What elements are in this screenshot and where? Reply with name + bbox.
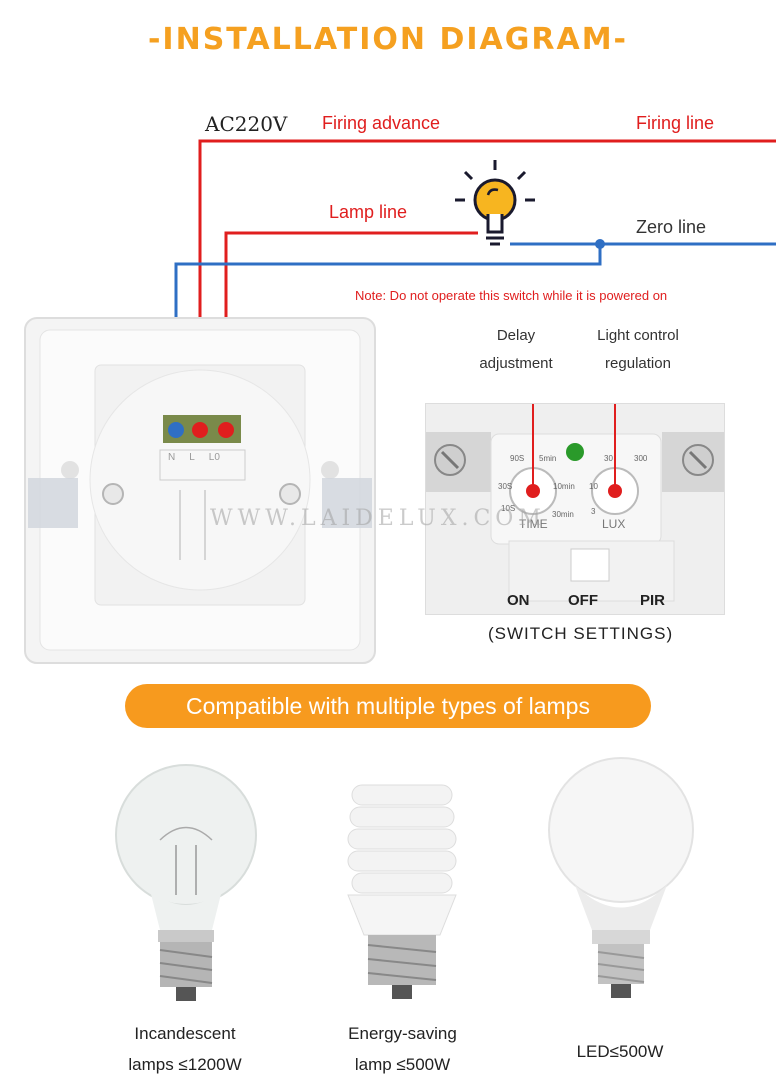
junction-dot (595, 239, 605, 249)
terminal-labels: N L L0 (168, 452, 258, 463)
compatibility-banner: Compatible with multiple types of lamps (125, 684, 651, 728)
lamp-bulb-icon (455, 160, 535, 246)
time-tick-90s: 90S (510, 454, 525, 463)
time-tick-10min: 10min (553, 482, 575, 491)
indicator-led (566, 443, 584, 461)
delay-caption-line2: adjustment (479, 355, 553, 372)
switch-settings-panel: 90S 5min 30S 10min 10S 30min 30 300 10 3… (425, 403, 725, 615)
lux-tick-10: 10 (589, 482, 598, 491)
lux-label: LUX (602, 517, 626, 531)
terminal-label-l: L (189, 452, 195, 463)
zero-line-label: Zero line (636, 217, 707, 237)
time-tick-30min: 30min (552, 510, 574, 519)
page-title: -INSTALLATION DIAGRAM- (147, 22, 628, 57)
terminal-l0 (218, 422, 234, 438)
lamp-line-label: Lamp line (329, 202, 408, 222)
terminal-label-n: N (168, 452, 176, 463)
wiring-diagram (24, 139, 776, 664)
sensor-switch-back (24, 317, 376, 664)
time-tick-30s: 30S (498, 482, 513, 491)
mode-on-label: ON (507, 592, 530, 609)
incandescent-caption: Incandescent lamps ≤1200W (100, 1018, 270, 1080)
warning-note: Note: Do not operate this switch while i… (355, 288, 668, 303)
lux-tick-30: 30 (604, 454, 613, 463)
energy-saving-caption: Energy-saving lamp ≤500W (325, 1018, 480, 1080)
supply-voltage-label: AC220V (205, 112, 288, 136)
terminal-n (168, 422, 184, 438)
zero-line-wire (174, 242, 776, 420)
light-caption-line1: Light control (597, 327, 679, 344)
firing-line-label: Firing line (636, 113, 715, 133)
terminal-l (192, 422, 208, 438)
mode-off-label: OFF (568, 592, 598, 609)
delay-adjustment-caption: Delay adjustment (468, 322, 564, 378)
energy-saving-bulb-icon (347, 784, 457, 999)
terminal-label-l0: L0 (208, 452, 220, 463)
light-caption-line2: regulation (605, 355, 671, 372)
energy-saving-caption-line2: lamp ≤500W (354, 1055, 451, 1074)
incandescent-bulb-icon (115, 764, 257, 1001)
lamp-illustrations (115, 757, 694, 1001)
led-caption-line1: LED≤500W (576, 1042, 664, 1061)
mode-pir-label: PIR (640, 592, 666, 609)
led-caption: LED≤500W (550, 1036, 690, 1067)
light-control-caption: Light control regulation (583, 322, 693, 378)
time-tick-5min: 5min (539, 454, 557, 463)
delay-caption-line1: Delay (496, 327, 536, 344)
lux-tick-300: 300 (634, 454, 648, 463)
incandescent-caption-line2: lamps ≤1200W (128, 1055, 242, 1074)
time-tick-10s: 10S (501, 504, 516, 513)
watermark: WWW.LAIDELUX.COM (210, 506, 546, 531)
switch-settings-graphic (426, 404, 724, 602)
time-label: TIME (519, 517, 548, 531)
switch-settings-caption: (SWITCH SETTINGS) (488, 624, 674, 643)
led-bulb-icon (548, 757, 694, 998)
firing-advance-label: Firing advance (322, 113, 441, 133)
lux-tick-3: 3 (591, 507, 596, 516)
incandescent-caption-line1: Incandescent (134, 1024, 236, 1043)
energy-saving-caption-line1: Energy-saving (348, 1024, 457, 1043)
